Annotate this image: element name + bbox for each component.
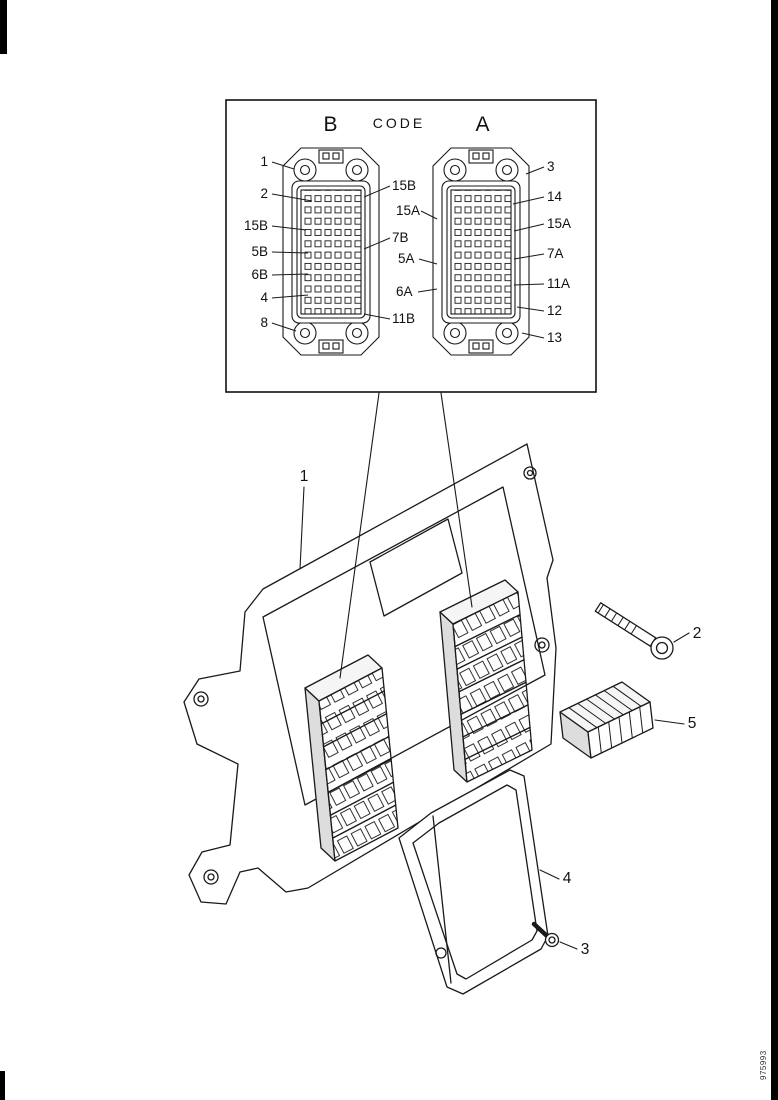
main-leader-lines — [299, 392, 690, 950]
pin-callout: 13 — [547, 330, 562, 345]
connector-b-diagram — [282, 147, 380, 356]
inset-to-right-connector-leader — [440, 392, 473, 608]
screw-head — [548, 936, 556, 944]
part-callout-module: 1 — [300, 468, 309, 485]
pin-callout: 11B — [392, 311, 415, 326]
mount-hole — [523, 466, 537, 480]
scan-artifact-right-edge — [771, 0, 778, 1100]
scan-artifact-top-left — [0, 0, 7, 54]
main-callout-labels: 1 2 5 4 3 — [300, 468, 702, 958]
scan-artifact-bottom-left — [0, 1071, 5, 1100]
pin-callout: 15A — [547, 216, 571, 231]
part-callout-bolt: 2 — [693, 625, 702, 642]
connector-block-right — [439, 579, 533, 783]
pin-callout: 6A — [396, 284, 413, 299]
code-heading: CODE — [373, 115, 425, 131]
pin-callout: 5B — [251, 244, 268, 259]
cover-screw — [531, 921, 560, 948]
harness-connector — [559, 681, 654, 759]
bolt-head — [650, 636, 674, 660]
ecm-inner-panel — [262, 486, 546, 806]
mount-hole — [203, 869, 219, 885]
bolt-threads — [597, 604, 637, 635]
connector-a-title: A — [475, 113, 490, 136]
inset-callout-labels: 1 2 15B 5B 6B 4 8 15B 15A 7B 5A 6A 11B 3… — [244, 154, 571, 345]
mount-hole — [193, 691, 209, 707]
cover-fold-edge — [432, 815, 452, 984]
connector-rows — [320, 690, 397, 839]
pinout-inset-frame — [225, 99, 597, 393]
screw-head — [544, 932, 560, 948]
connector-a-diagram — [432, 147, 530, 356]
pin-callout: 2 — [260, 186, 268, 201]
pin-callout: 5A — [398, 251, 415, 266]
mount-hole — [526, 469, 534, 477]
pin-callout: 11A — [547, 276, 570, 291]
mount-hole — [538, 641, 546, 649]
pin-callout: 3 — [547, 159, 555, 174]
mount-hole — [197, 695, 205, 703]
part-callout-connector: 5 — [688, 715, 697, 732]
connector-ribs — [568, 685, 644, 754]
inset-leader-lines — [271, 161, 545, 339]
cover-hole — [435, 947, 447, 959]
part-callout-screw: 3 — [581, 941, 590, 958]
part-callout-cover: 4 — [563, 870, 572, 887]
pin-callout: 1 — [260, 154, 268, 169]
pin-callout: 14 — [547, 189, 563, 204]
ecm-assembly-drawing: 1 2 5 4 3 — [183, 392, 702, 995]
ecm-label-plate — [369, 518, 463, 617]
pinout-inset: B CODE A 1 2 — [225, 99, 597, 393]
mount-hole — [207, 873, 215, 881]
connector-b-title: B — [323, 113, 338, 136]
mounting-bolt — [594, 602, 674, 660]
connector-block-left — [304, 654, 399, 862]
pin-callout: 15B — [392, 178, 416, 193]
pin-callout: 7B — [392, 230, 409, 245]
connector-rows — [454, 613, 531, 761]
drawing-number-text: 975993 — [759, 1050, 768, 1080]
pin-callout: 8 — [260, 315, 268, 330]
pin-callout: 7A — [547, 246, 564, 261]
mount-hole — [534, 637, 550, 653]
inset-to-left-connector-leader — [339, 392, 380, 679]
pin-callout: 15B — [244, 218, 268, 233]
bolt-head — [655, 641, 669, 655]
pin-callout: 15A — [396, 203, 420, 218]
pin-callout: 12 — [547, 303, 562, 318]
pin-callout: 6B — [251, 267, 268, 282]
pin-callout: 4 — [260, 290, 268, 305]
